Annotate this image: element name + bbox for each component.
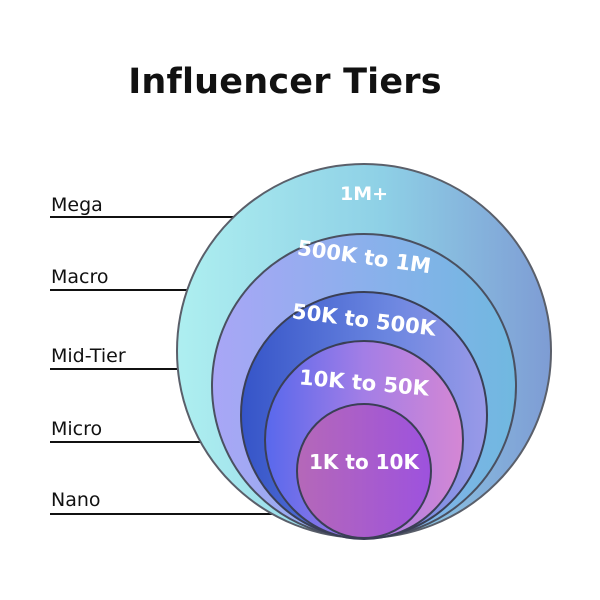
range-label-nano: 1K to 10K — [309, 450, 420, 474]
diagram-title: Influencer Tiers — [128, 62, 442, 102]
range-label-mega: 1M+ — [340, 183, 388, 205]
tier-label-macro: Macro — [51, 266, 109, 288]
tier-label-mid-tier: Mid-Tier — [51, 345, 126, 367]
circle-nano — [296, 403, 432, 539]
tier-label-mega: Mega — [51, 194, 103, 216]
tier-label-nano: Nano — [51, 489, 101, 511]
tier-label-micro: Micro — [51, 418, 102, 440]
